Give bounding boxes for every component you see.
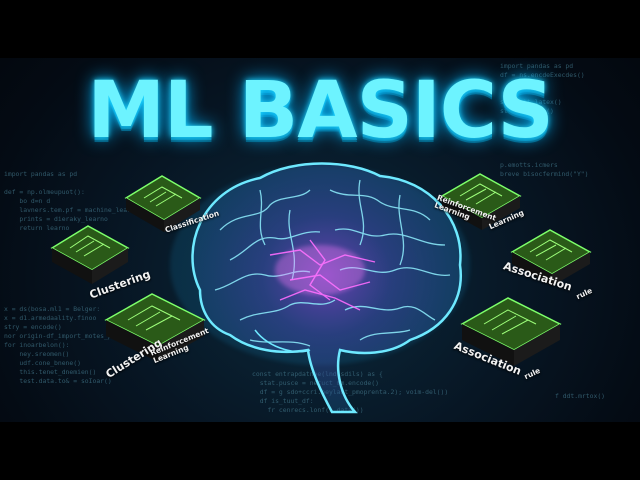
code-snippet-right: import pandas as pd df = ns.encdeExecdes… <box>500 62 589 178</box>
chip-reinforcement-learning <box>436 170 526 238</box>
chip-clustering-reinforcement <box>100 290 210 370</box>
chip-association-rule-low <box>456 294 566 374</box>
chip-clustering-left <box>46 222 136 290</box>
brain-illustration <box>170 162 470 414</box>
chip-association-rule-mid <box>506 226 596 294</box>
title-ml-basics: ML BASICS <box>87 66 553 156</box>
bottom-letterbox <box>0 422 640 480</box>
top-letterbox <box>0 0 640 58</box>
code-snippet-left: import pandas as pd def = np.olmeupuot()… <box>4 170 147 385</box>
chip-classification <box>116 172 206 240</box>
code-snippet-bottom-right: f ddt.mrtox() <box>555 392 606 400</box>
